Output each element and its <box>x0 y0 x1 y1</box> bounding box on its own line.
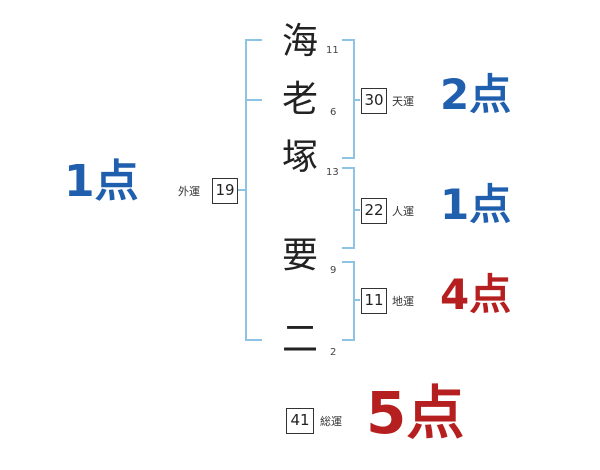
gaiun-label: 外運 <box>178 185 200 198</box>
chiun-bracket <box>342 261 360 341</box>
chiun-value-box: 11 <box>361 288 387 314</box>
stroke-count-3: 13 <box>326 167 339 178</box>
stroke-count-4: 9 <box>330 265 337 276</box>
jinun-bracket <box>342 167 360 249</box>
souun-label: 総運 <box>320 415 342 428</box>
souun-score: 5点 <box>366 379 465 447</box>
stroke-count-2: 6 <box>330 107 337 118</box>
gaiun-bracket <box>238 39 262 341</box>
jinun-score: 1点 <box>440 180 512 229</box>
name-char-2: 老 <box>281 79 318 120</box>
stroke-count-1: 11 <box>326 45 339 56</box>
tenun-label: 天運 <box>392 95 414 108</box>
tenun-value-box: 30 <box>361 88 387 114</box>
stroke-count-5: 2 <box>330 347 337 358</box>
name-char-3: 塚 <box>281 137 318 178</box>
chiun-label: 地運 <box>392 295 414 308</box>
jinun-value-box: 22 <box>361 198 387 224</box>
chiun-score: 4点 <box>440 270 512 319</box>
tenun-bracket <box>342 39 360 159</box>
jinun-label: 人運 <box>392 205 414 218</box>
souun-value-box: 41 <box>286 408 314 434</box>
gaiun-score: 1点 <box>64 156 139 207</box>
gaiun-value-box: 19 <box>212 178 238 204</box>
name-char-5: 二 <box>281 319 318 360</box>
tenun-score: 2点 <box>440 70 512 119</box>
name-char-1: 海 <box>281 21 318 62</box>
name-char-4: 要 <box>281 235 318 276</box>
